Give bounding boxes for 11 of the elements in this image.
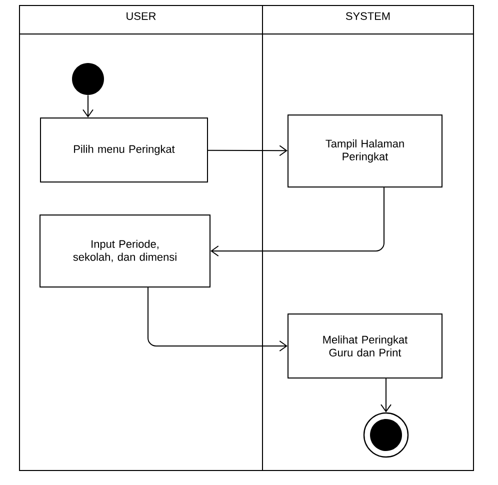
activity-box: Melihat Peringkat Guru dan Print	[288, 314, 442, 378]
activity-box: Tampil Halaman Peringkat	[288, 114, 442, 188]
arrow	[82, 94, 94, 118]
arrow	[148, 287, 288, 352]
activity-box: Pilih menu Peringkat	[40, 118, 208, 182]
activity-box: Input Periode, sekolah, dan dimensi	[40, 214, 210, 288]
start-node	[72, 63, 104, 95]
end-node	[363, 412, 409, 458]
arrow	[210, 187, 384, 256]
arrow	[208, 145, 288, 156]
arrow	[380, 378, 392, 412]
